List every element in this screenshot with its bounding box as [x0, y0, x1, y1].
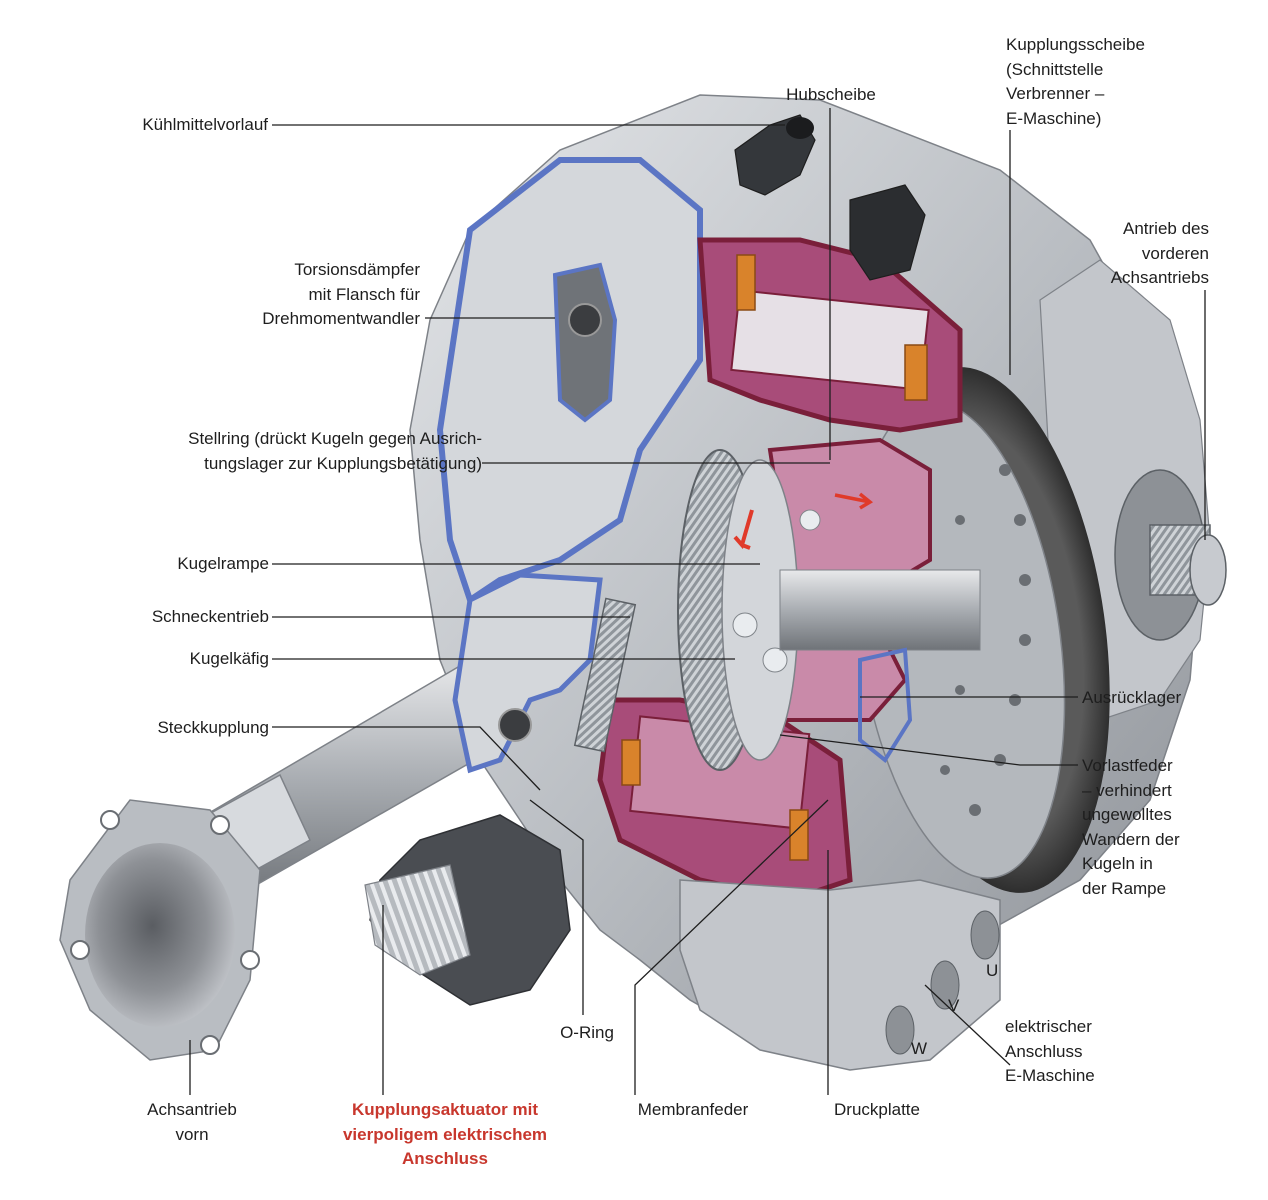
- leader-membranfeder: [634, 799, 829, 1095]
- steckkupplung-hub: [498, 708, 532, 742]
- port-u: [970, 910, 1000, 960]
- red-arrow-release: [834, 492, 874, 510]
- label-kupplungsscheibe: Kupplungsscheibe (Schnittstelle Verbrenn…: [1006, 35, 1145, 128]
- leader-vorlastfeder: [779, 734, 1078, 766]
- blue-cut-edge-right: [858, 647, 913, 763]
- label-kuehlmittelvorlauf: Kühlmittelvorlauf: [142, 115, 268, 134]
- label-druckplatte: Druckplatte: [834, 1100, 920, 1119]
- lower-housing: [679, 879, 1001, 1071]
- label-antrieb-vorderer-achsantrieb: Antrieb des vorderen Achsantriebs: [1110, 219, 1209, 287]
- rotor-holes: [940, 464, 1031, 816]
- label-o-ring: O-Ring: [560, 1023, 614, 1042]
- label-ausruecklager: Ausrücklager: [1082, 688, 1182, 707]
- label-hubscheibe: Hubscheibe: [786, 85, 876, 104]
- label-kupplungsaktuator: Kupplungsaktuator mit vierpoligem elektr…: [342, 1100, 548, 1168]
- copper-coil-upper: [904, 344, 928, 401]
- damper-bolt: [568, 303, 602, 337]
- torsion-damper-section: [552, 262, 618, 423]
- label-phase-w: W: [911, 1039, 928, 1058]
- coolant-port: [786, 117, 814, 139]
- label-elektrischer-anschluss: elektrischer Anschluss E-Maschine: [1005, 1017, 1095, 1085]
- port-w: [885, 1005, 915, 1055]
- leader-elektrisch: [924, 984, 1011, 1066]
- leader-o-ring: [529, 799, 584, 1015]
- axle-bell: [85, 843, 235, 1027]
- label-phase-u: U: [986, 961, 999, 980]
- leader-steckkupplung: [272, 726, 541, 791]
- label-kugelkaefig: Kugelkäfig: [189, 649, 269, 668]
- sensor-connector: [849, 184, 926, 281]
- red-arrow-ramp: [733, 509, 754, 550]
- label-kugelrampe: Kugelrampe: [177, 554, 269, 573]
- label-torsionsdaempfer: Torsionsdämpfer mit Flansch für Drehmome…: [262, 260, 420, 328]
- copper-coil-lower: [621, 739, 641, 786]
- ball-3: [799, 509, 821, 531]
- flange-bolt-holes: [70, 810, 260, 1055]
- copper-coil-lower-right: [789, 809, 809, 861]
- shaft-end: [1189, 534, 1227, 606]
- blue-cut-edge: [452, 572, 603, 774]
- copper-coil-upper-left: [736, 254, 756, 311]
- label-vorlastfeder: Vorlastfeder – verhindert ungewolltes Wa…: [1082, 756, 1180, 898]
- label-stellring: Stellring (drückt Kugeln gegen Ausrich- …: [188, 429, 482, 473]
- center-shaft: [779, 569, 981, 651]
- ball-2: [762, 647, 788, 673]
- leader-lines: [189, 108, 1206, 1095]
- ball-1: [732, 612, 758, 638]
- label-membranfeder: Membranfeder: [637, 1100, 749, 1119]
- label-phase-v: V: [948, 996, 960, 1015]
- label-achsantrieb-vorn: Achsantrieb vorn: [147, 1100, 237, 1144]
- actuator-fins: [364, 864, 471, 976]
- label-schneckentrieb: Schneckentrieb: [151, 607, 269, 626]
- label-steckkupplung: Steckkupplung: [157, 718, 269, 737]
- worm-shaft: [573, 597, 637, 753]
